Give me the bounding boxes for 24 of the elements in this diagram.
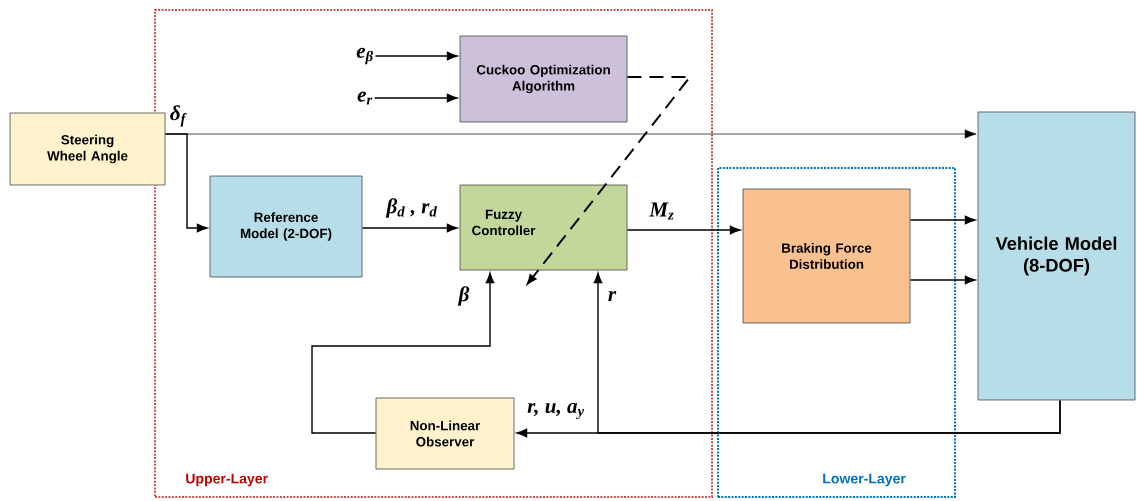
arrow (909, 275, 976, 285)
arrow (626, 225, 741, 235)
process-box: Fuzzy Controller (459, 184, 628, 271)
edge-label: r (606, 289, 618, 303)
input-label: e$_{r}$ (357, 91, 373, 105)
input-label: e$_{β}$ (356, 47, 374, 65)
edge-label: β (457, 284, 471, 308)
process-box: Reference Model (2-DOF) (209, 175, 363, 278)
arrow (593, 272, 1061, 434)
input-box: Steering Wheel Angle (9, 112, 166, 186)
arrow (909, 215, 976, 225)
arrow (164, 133, 208, 233)
edge-label: δ$_{f}$ (168, 103, 188, 129)
arrow (373, 93, 458, 103)
edge-label: β$_{d}$ , r$_{d}$ (385, 196, 439, 220)
edge-label: M$_{z}$ (648, 201, 676, 221)
process-box: Braking Force Distribution (742, 188, 911, 324)
arrow (361, 223, 458, 233)
arrow (311, 272, 495, 434)
process-box: Vehicle Model (8-DOF) (977, 111, 1136, 401)
process-box: Non-Linear Observer (375, 397, 515, 470)
process-box: Cuckoo Optimization Algorithm (459, 35, 628, 123)
arrow (374, 51, 458, 61)
edge-label: r, u, a$_{y}$ (525, 401, 587, 421)
